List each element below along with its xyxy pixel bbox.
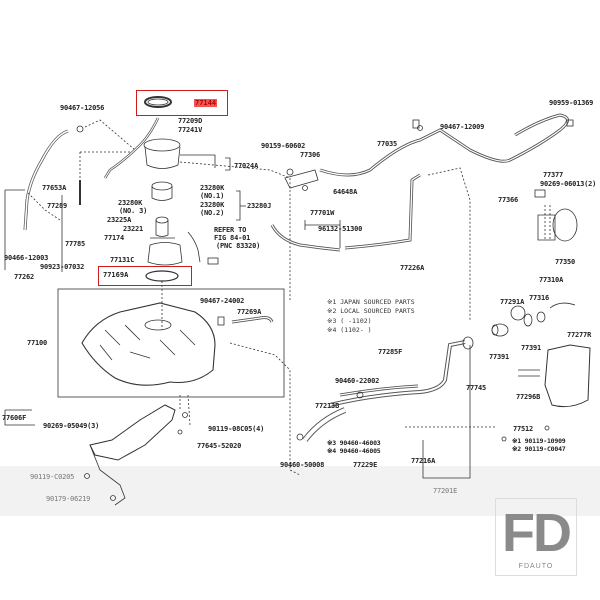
legend-note: ※3 ( -1102): [327, 317, 372, 325]
part-label[interactable]: 90159-60602: [261, 142, 306, 150]
part-label[interactable]: 77391: [489, 353, 510, 361]
part-label[interactable]: 77316: [529, 294, 550, 302]
cover-77277R: [544, 344, 591, 408]
part-label[interactable]: 77262: [14, 273, 35, 281]
part-label[interactable]: 90119-08C05(4): [208, 425, 265, 433]
protector-77606F: [89, 404, 176, 461]
part-label[interactable]: 77377: [543, 171, 564, 179]
watermark-text: FDAUTO: [496, 563, 576, 570]
part-label[interactable]: 77269A: [237, 308, 262, 316]
part-label-highlighted[interactable]: 77169A: [103, 271, 129, 279]
part-label[interactable]: 77229E: [353, 461, 378, 469]
part-label[interactable]: 77100: [27, 339, 48, 347]
part-label[interactable]: 77350: [555, 258, 576, 266]
reference-label[interactable]: (PNC 83320): [216, 242, 261, 250]
part-label[interactable]: 23280K: [200, 201, 225, 209]
part-label[interactable]: ※1 90119-10909: [512, 437, 566, 445]
legend-note: ※4 (1102- ): [327, 326, 372, 334]
part-label[interactable]: 77024A: [234, 162, 259, 170]
part-label[interactable]: 77035: [377, 140, 398, 148]
part-label[interactable]: 77289: [47, 202, 68, 210]
part-label[interactable]: 77306: [300, 151, 321, 159]
part-label[interactable]: 90466-12003: [4, 254, 49, 262]
legend-note: ※1 JAPAN SOURCED PARTS: [327, 298, 415, 306]
part-label[interactable]: 77291A: [500, 298, 525, 306]
lock-ring-77144: [144, 96, 172, 108]
part-label-sub: (NO. 3): [119, 207, 148, 215]
part-label[interactable]: ※4 90460-46005: [327, 447, 381, 455]
part-label[interactable]: 23221: [123, 225, 144, 233]
part-label[interactable]: 77241V: [178, 126, 203, 134]
part-label[interactable]: 90959-01369: [549, 99, 594, 107]
part-label[interactable]: 90119-C0205: [30, 473, 75, 481]
part-label[interactable]: ※2 90119-C0047: [512, 445, 566, 453]
part-label[interactable]: 23280K: [200, 184, 225, 192]
part-label[interactable]: 90467-12056: [60, 104, 105, 112]
part-label[interactable]: 77606F: [2, 414, 27, 422]
part-label[interactable]: 23280K: [118, 199, 143, 207]
fuel-lid: [552, 208, 578, 242]
part-label[interactable]: ※3 90460-46003: [327, 439, 381, 447]
part-label[interactable]: 77785: [65, 240, 86, 248]
part-label[interactable]: 90179-06219: [46, 495, 91, 503]
part-label[interactable]: 77645-52020: [197, 442, 242, 450]
part-label[interactable]: 90923-07032: [40, 263, 85, 271]
part-label[interactable]: 77216A: [411, 457, 436, 465]
part-label[interactable]: 90460-22002: [335, 377, 380, 385]
part-label[interactable]: 90269-05049(3): [43, 422, 100, 430]
part-label-highlighted[interactable]: 77144: [194, 99, 218, 107]
part-label[interactable]: 77745: [466, 384, 487, 392]
part-label[interactable]: 77226A: [400, 264, 425, 272]
part-label[interactable]: 77174: [104, 234, 125, 242]
legend-note: ※2 LOCAL SOURCED PARTS: [327, 307, 415, 315]
part-label[interactable]: 77296B: [516, 393, 541, 401]
fuel-tank: [81, 302, 216, 386]
part-label[interactable]: 77512: [513, 425, 534, 433]
part-label[interactable]: 77201E: [433, 487, 458, 495]
part-label[interactable]: 23280J: [247, 202, 272, 210]
part-label[interactable]: 77209D: [178, 117, 203, 125]
highlight-box-77144: [136, 90, 228, 116]
part-label[interactable]: 77366: [498, 196, 519, 204]
tank-box: [57, 288, 285, 398]
reference-label[interactable]: FIG 84-01: [214, 234, 251, 242]
part-label[interactable]: 77391: [521, 344, 542, 352]
part-label[interactable]: 77653A: [42, 184, 67, 192]
part-label[interactable]: 77285F: [378, 348, 403, 356]
part-label-sub: (NO.2): [200, 209, 225, 217]
watermark-fd: FD: [502, 503, 572, 563]
part-label[interactable]: 77277R: [567, 331, 592, 339]
part-label[interactable]: 77701W: [310, 209, 335, 217]
part-label[interactable]: 90269-06013(2): [540, 180, 597, 188]
gray-band: [0, 466, 600, 516]
watermark-logo: FD FDAUTO: [495, 498, 577, 576]
part-label[interactable]: 90467-24002: [200, 297, 245, 305]
part-label[interactable]: 96132-51300: [318, 225, 363, 233]
reference-label[interactable]: REFER TO: [214, 226, 247, 234]
part-label[interactable]: 77310A: [539, 276, 564, 284]
part-label[interactable]: 64648A: [333, 188, 358, 196]
part-label[interactable]: 90460-50008: [280, 461, 325, 469]
highlight-box-77169A: [98, 266, 192, 286]
pump-flange: [143, 138, 181, 152]
part-label[interactable]: 77131C: [110, 256, 135, 264]
part-label[interactable]: 23225A: [107, 216, 132, 224]
part-label[interactable]: 77213B: [315, 402, 340, 410]
part-label[interactable]: 90467-12009: [440, 123, 485, 131]
part-label-sub: (NO.1): [200, 192, 225, 200]
